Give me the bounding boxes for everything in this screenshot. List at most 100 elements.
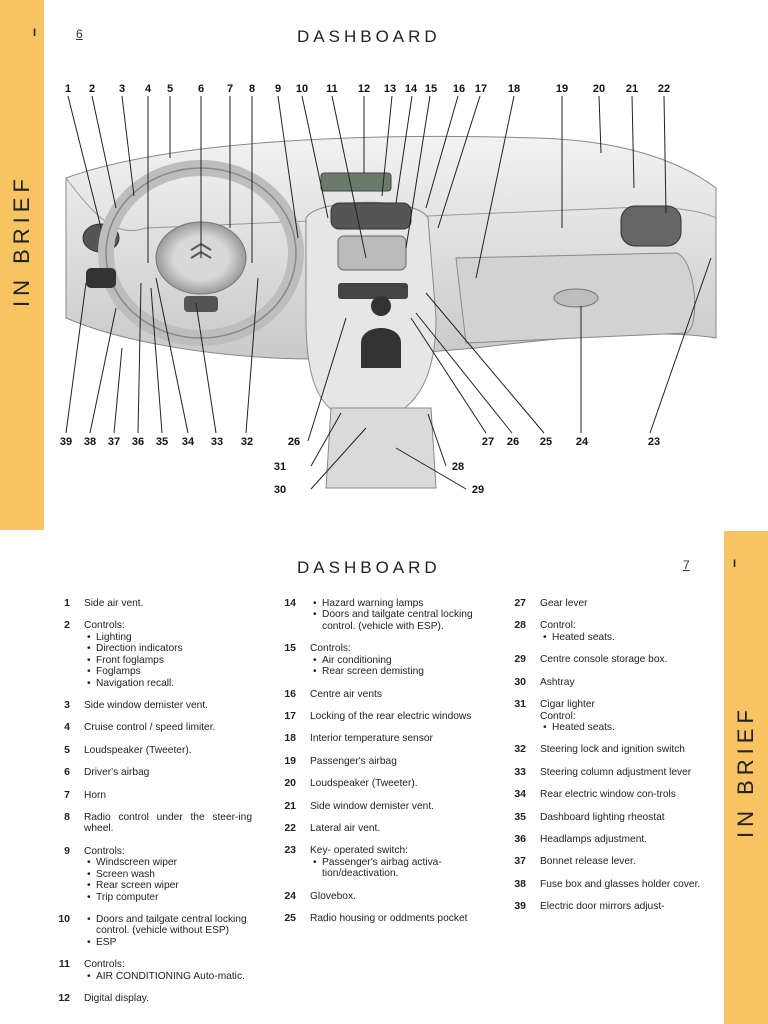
legend-item-text: Control: [540,620,576,632]
legend-item-text: Rear electric window con-trols [540,789,676,801]
legend-column-2: 14Hazard warning lampsDoors and tailgate… [282,597,484,936]
legend-item-number: 23 [284,844,296,857]
legend-bullet: ESP [84,937,252,949]
legend-item-text: Loudspeaker (Tweeter). [310,778,418,790]
callout-12: 12 [358,83,370,95]
legend-item-text: Interior temperature sensor [310,733,433,745]
legend-item-text: Passenger's airbag [310,755,397,767]
callout-18: 18 [508,83,520,95]
callout-7: 7 [227,83,233,95]
legend-item-number: 3 [64,698,70,711]
bottom-callout-numbers: 39 38 37 36 35 34 33 32 26 27 26 25 24 2… [60,436,660,496]
legend-bullet: Passenger's airbag activa-tion/deactivat… [310,857,484,880]
legend-bullet: Rear screen demisting [310,666,484,678]
side-tab-right: I IN BRIEF [724,531,768,1024]
legend-bullet-list: Heated seats. [540,722,714,734]
legend-item-text: Centre air vents [310,688,382,700]
legend-item-number: 25 [284,912,296,925]
legend-item-text: Centre console storage box. [540,654,668,666]
legend-bullet: Rear screen wiper [84,880,252,892]
instrument-display [320,172,392,192]
legend-item-text: Steering lock and ignition switch [540,744,685,756]
callout-31: 31 [274,461,286,473]
callout-17: 17 [475,83,487,95]
legend-item-text: Lateral air vent. [310,823,381,835]
legend-bullet: Trip computer [84,892,252,904]
legend-bullet: Foglamps [84,666,252,678]
callout-23: 23 [648,436,660,448]
callout-20: 20 [593,83,605,95]
legend-item-number: 6 [64,766,70,779]
callout-25: 25 [540,436,552,448]
legend-item: 25 Radio housing or oddments pocket [282,912,484,925]
legend-item-number: 38 [514,877,526,890]
section-tab-label: IN BRIEF [9,174,34,307]
side-tab-left: I IN BRIEF [0,0,44,530]
callout-28: 28 [452,461,464,473]
gear-boot [361,328,401,368]
callout-26-right: 26 [507,436,519,448]
callout-21: 21 [626,83,638,95]
legend-item-text: Radio housing or oddments pocket [310,913,468,925]
legend-item-number: 34 [514,788,526,801]
legend-item-text: Dashboard lighting rheostat [540,811,665,823]
page-title: DASHBOARD [297,558,441,577]
legend-bullet: Windscreen wiper [84,857,252,869]
legend-item-text: Gear lever [540,598,588,609]
legend-bullet: Air conditioning [310,655,484,667]
callout-30: 30 [274,484,286,496]
legend-bullet-list: LightingDirection indicatorsFront foglam… [84,632,252,690]
callout-33: 33 [211,436,223,448]
legend-item-number: 4 [64,721,70,734]
callout-19: 19 [556,83,568,95]
callout-39: 39 [60,436,72,448]
callout-38: 38 [84,436,96,448]
climate-controls [337,235,407,271]
legend-item-text: Controls: [84,620,125,632]
legend-item-text: Side air vent. [84,598,144,609]
legend-item-text: Cigar lighter [540,699,595,711]
callout-8: 8 [249,83,255,95]
legend-item-text: Bonnet release lever. [540,856,636,868]
legend-item-number: 10 [58,913,70,926]
legend-item-number: 7 [64,788,70,801]
radio-housing [338,283,408,299]
legend-bullet-list: Hazard warning lampsDoors and tailgate c… [310,598,484,632]
legend-item-number: 33 [514,765,526,778]
legend-bullet-list: Air conditioningRear screen demisting [310,655,484,678]
legend-item-text: Electric door mirrors adjust- [540,901,665,913]
legend-bullet-list: Passenger's airbag activa-tion/deactivat… [310,857,484,880]
legend-item-number: 32 [514,743,526,756]
callout-35: 35 [156,436,168,448]
steering-column [184,296,218,312]
legend-bullet-list: Doors and tailgate central locking contr… [84,914,252,949]
legend-item-text: Headlamps adjustment. [540,834,648,846]
callout-14: 14 [405,83,418,95]
legend-item-text: Loudspeaker (Tweeter). [84,744,192,756]
callout-10: 10 [296,83,308,95]
legend-item-number: 27 [514,597,526,609]
legend-item: 19 Passenger's airbag [282,754,484,767]
legend-bullet: Screen wash [84,869,252,881]
legend-item-number: 19 [284,754,296,767]
gear-lever [371,296,391,316]
callout-22: 22 [658,83,670,95]
legend-bullet: Direction indicators [84,643,252,655]
glovebox-handle [553,288,599,308]
callout-16: 16 [453,83,465,95]
section-mark: I [733,558,737,570]
legend-item-text: Side window demister vent. [84,699,209,711]
